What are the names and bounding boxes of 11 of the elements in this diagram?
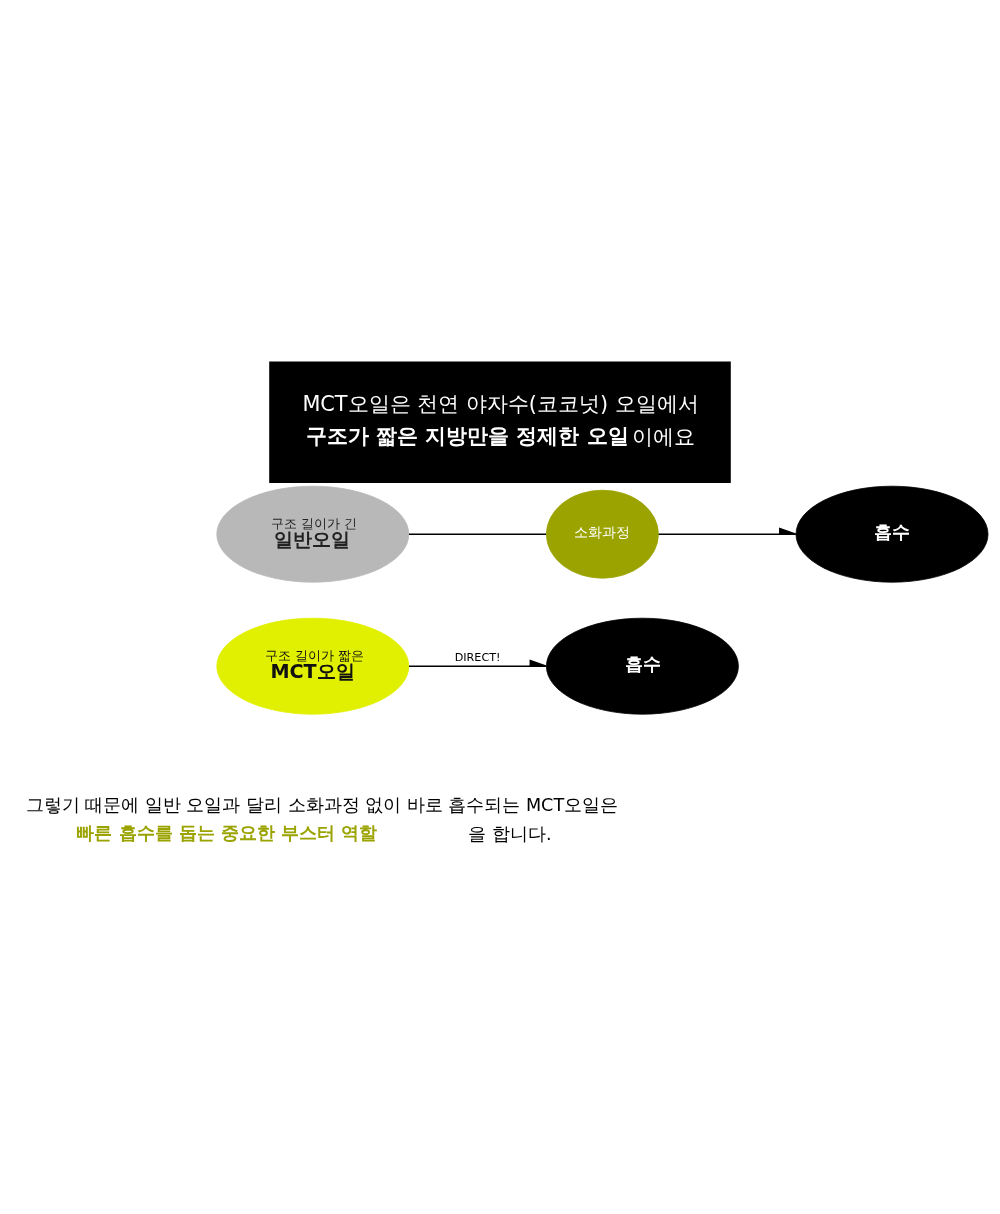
caption: 그렇기 때문에 일반 오일과 달리 소화과정 없이 바로 흡수되는 MCT오일은 빠른 흡수를 돕는 중요한 부스터 역할을 합니다. [25, 795, 619, 845]
node-ellipse: 소화과정 [546, 489, 659, 579]
node-ellipse: 흡수 [795, 485, 989, 583]
node-ellipse: 구조 길이가 짧은 MCT오일 [216, 617, 410, 715]
arrow [408, 659, 548, 667]
node-ellipse: 구조 길이가 긴 일반오일 [216, 485, 410, 583]
diagram-title: MCT오일은 천연 야자수(코코넛) 오일에서 구조가 짧은 지방만을 정제한 오일이에요 [302, 391, 699, 449]
arrow [657, 527, 797, 535]
edge-label: DIRECT! [454, 650, 501, 664]
connector [408, 533, 547, 535]
node-ellipse: 흡수 [546, 617, 739, 715]
